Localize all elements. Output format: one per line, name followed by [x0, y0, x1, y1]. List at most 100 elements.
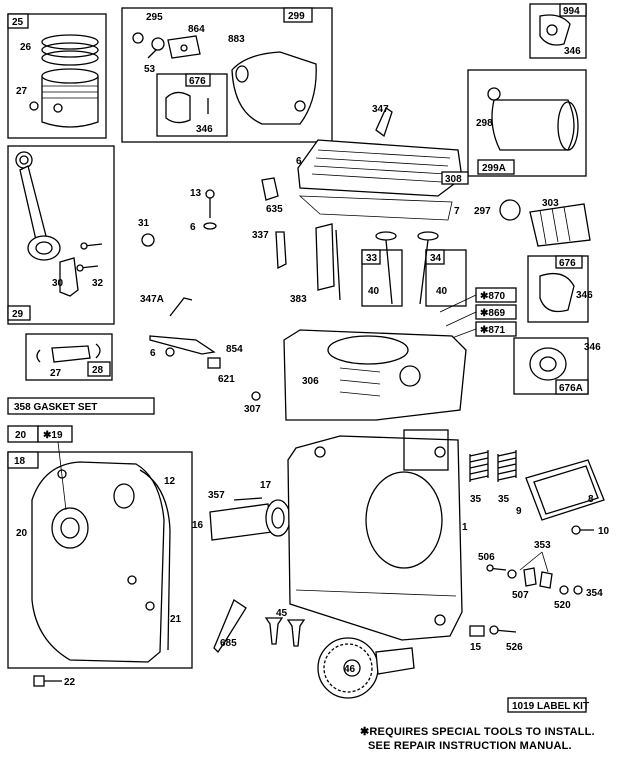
crankcase-cover	[31, 461, 165, 663]
head-gasket	[298, 195, 453, 221]
box-1019-frame	[507, 697, 587, 713]
label-306: 306	[302, 376, 319, 387]
label-32: 32	[92, 278, 104, 289]
box-299-tag	[283, 7, 313, 23]
box-676A-label: 676A	[559, 383, 583, 394]
label-297: 297	[474, 206, 491, 217]
cylinder-block	[283, 329, 467, 421]
group-gasket-set: 358 GASKET SET	[7, 397, 155, 415]
connecting-rod	[19, 165, 47, 241]
box-34-label: 34	[430, 253, 442, 264]
box-308-tag	[441, 171, 469, 185]
label-864: 864	[188, 24, 205, 35]
box-869-label: ✱869	[480, 308, 506, 319]
box-18-label: 18	[14, 456, 26, 467]
air-cleaner-cartridge	[231, 51, 317, 125]
spark-plug	[275, 231, 287, 270]
group-crankcase: 1	[287, 429, 468, 641]
label-635: 635	[266, 204, 283, 215]
label-383: 383	[290, 294, 307, 305]
label-307: 307	[244, 404, 261, 415]
group-star-parts: ✱870 ✱869 ✱871	[439, 287, 517, 339]
label-35-left: 35	[470, 494, 482, 505]
box-34-frame	[425, 249, 467, 307]
piston-top	[41, 68, 99, 84]
governor-link	[149, 335, 216, 355]
label-9: 9	[516, 506, 522, 517]
group-685: 685	[213, 599, 247, 654]
group-connecting-rod: 29 30 32	[7, 145, 115, 325]
box-33-frame	[361, 249, 403, 307]
cylinder-head	[297, 139, 463, 197]
label-6-link: 6	[150, 348, 156, 359]
box-299-label: 299	[288, 11, 305, 22]
label-7: 7	[454, 206, 460, 217]
label-26: 26	[20, 42, 32, 53]
label-35-right: 35	[498, 494, 510, 505]
box-29-frame	[7, 145, 115, 325]
group-breather: 297 303	[474, 198, 591, 247]
group-28: 28 27	[25, 333, 113, 381]
box-28-frame	[25, 333, 113, 381]
label-357: 357	[208, 490, 225, 501]
label-30: 30	[52, 278, 64, 289]
label-45: 45	[276, 608, 288, 619]
label-53: 53	[144, 64, 156, 75]
label-337: 337	[252, 230, 269, 241]
dipstick	[213, 599, 247, 654]
label-854: 854	[226, 344, 243, 355]
label-27-pin: 27	[50, 368, 62, 379]
spring-right	[497, 450, 517, 482]
label-295: 295	[146, 12, 163, 23]
group-springs-cover: 35 35 8 9 10	[469, 450, 610, 537]
box-676-right-label: 676	[559, 258, 576, 269]
spark-shield	[375, 107, 393, 138]
label-6-breather: 6	[190, 222, 196, 233]
camshaft	[375, 647, 415, 675]
group-22: 22	[33, 675, 76, 688]
piston-ring-1	[41, 34, 99, 50]
label-27-piston: 27	[16, 86, 28, 97]
box-676A-frame	[513, 337, 589, 395]
ignition-armature	[315, 223, 335, 291]
box-1019-label: 1019 LABEL KIT	[512, 701, 589, 712]
adapter-plate	[167, 35, 201, 59]
group-air-filter: 299A 298	[467, 69, 587, 177]
crankcase-block	[287, 435, 463, 641]
group-piston: 25 26 27	[7, 13, 107, 139]
label-15: 15	[470, 642, 482, 653]
box-308-label: 308	[445, 174, 462, 185]
box-19-frame	[37, 425, 73, 443]
label-298: 298	[476, 118, 493, 129]
group-small-parts: 13 6 635 31 337 383 347A 6 854 621 307	[138, 177, 341, 415]
box-33-label: 33	[366, 253, 378, 264]
label-17: 17	[260, 480, 272, 491]
label-16: 16	[192, 520, 204, 531]
box-358-frame	[7, 397, 155, 415]
box-18-frame	[7, 451, 193, 669]
flame-arrestor	[165, 91, 191, 124]
label-346-676A: 346	[584, 342, 601, 353]
label-21: 21	[170, 614, 182, 625]
group-camshaft: 46	[317, 637, 415, 699]
group-governor: 506 353 507 354 520	[478, 540, 603, 611]
label-353: 353	[534, 540, 551, 551]
box-870-label: ✱870	[480, 291, 506, 302]
group-air-cleaner-top: 299 295 864 883 53 676 346	[121, 7, 333, 143]
label-1: 1	[462, 522, 468, 533]
box-676-top-tag	[185, 73, 211, 87]
label-685: 685	[220, 638, 237, 649]
group-cylinder-head: 347 6 308 7	[296, 104, 469, 221]
box-994-tag	[559, 3, 587, 17]
label-6-head: 6	[296, 156, 302, 167]
piston-ring-3	[41, 50, 99, 66]
label-526: 526	[506, 642, 523, 653]
piston-pin	[51, 345, 91, 363]
box-676-top-label: 676	[189, 76, 206, 87]
spring-left	[469, 450, 489, 482]
piston-ring-2	[41, 42, 99, 58]
piston-body	[41, 76, 99, 128]
box-19-label: ✱19	[43, 430, 63, 441]
group-label-kit: 1019 LABEL KIT	[507, 697, 589, 713]
box-20-label: 20	[15, 430, 27, 441]
